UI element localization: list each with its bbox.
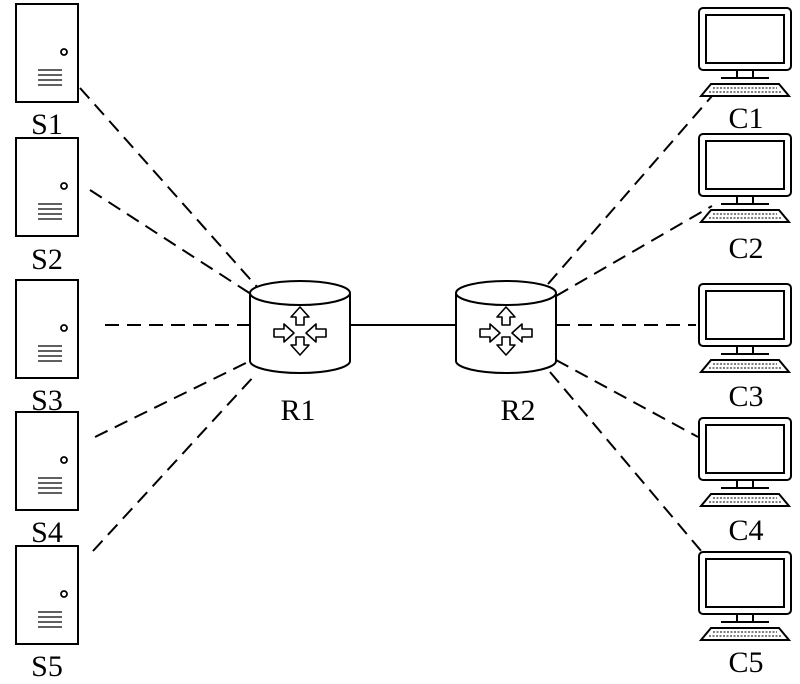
server-label: S1: [31, 108, 63, 141]
server-label: S2: [31, 243, 63, 276]
computer-icon: [698, 283, 792, 373]
client-c2: C2: [698, 133, 792, 265]
server-icon: [15, 3, 79, 103]
client-c3: C3: [698, 283, 792, 413]
router-r1: R1: [249, 280, 351, 427]
client-label: C1: [728, 102, 763, 135]
server-s3: S3: [15, 279, 79, 417]
server-icon: [15, 411, 79, 511]
server-icon: [15, 545, 79, 645]
computer-icon: [698, 7, 792, 97]
server-s4: S4: [15, 411, 79, 549]
server-s2: S2: [15, 137, 79, 276]
server-s5: S5: [15, 545, 79, 683]
router-label: R2: [500, 394, 535, 427]
router-label: R1: [280, 394, 315, 427]
link-s2-r1: [89, 189, 255, 297]
link-s1-r1: [79, 87, 259, 289]
link-r2-c1: [547, 95, 713, 285]
client-c4: C4: [698, 417, 792, 547]
server-icon: [15, 279, 79, 379]
router-r2: R2: [455, 280, 557, 427]
computer-icon: [698, 551, 792, 641]
link-r2-c5: [549, 371, 703, 553]
link-r2-c2: [555, 205, 713, 297]
link-r2-c4: [555, 359, 699, 438]
computer-icon: [698, 417, 792, 507]
router-icon: [455, 280, 557, 374]
link-s4-r1: [94, 359, 253, 438]
links: [79, 87, 713, 553]
client-label: C2: [728, 232, 763, 265]
link-s5-r1: [92, 373, 257, 552]
client-label: C5: [728, 646, 763, 679]
server-s1: S1: [15, 3, 79, 141]
server-label: S5: [31, 650, 63, 683]
server-icon: [15, 137, 79, 237]
client-label: C4: [728, 514, 763, 547]
computer-icon: [698, 133, 792, 223]
client-c5: C5: [698, 551, 792, 679]
server-label: S4: [31, 516, 63, 549]
client-c1: C1: [698, 7, 792, 135]
router-icon: [249, 280, 351, 374]
client-label: C3: [728, 380, 763, 413]
